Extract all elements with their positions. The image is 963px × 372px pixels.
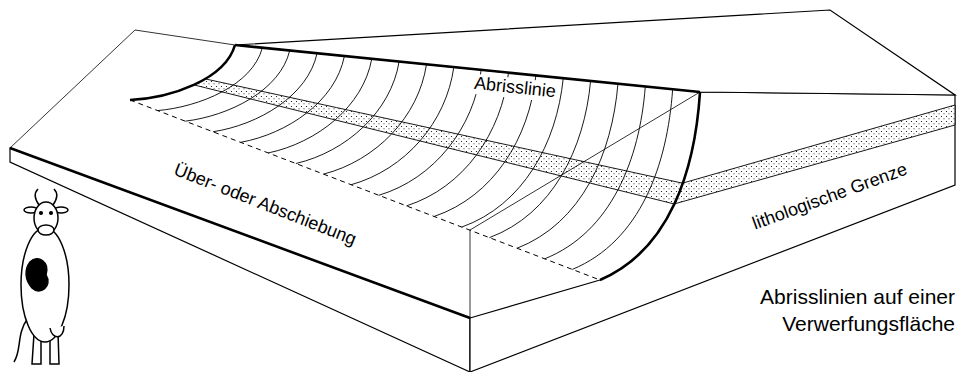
layer-band-group <box>194 79 683 204</box>
slickenline <box>489 81 590 238</box>
cow-muzzle <box>38 225 54 235</box>
ghost-edge <box>10 30 235 148</box>
layer-band <box>194 79 683 204</box>
slickenline <box>351 67 454 185</box>
cow-tail <box>14 318 28 362</box>
cow-horn <box>53 189 57 205</box>
slickenline <box>241 56 345 142</box>
slickenline <box>213 53 317 131</box>
cow-eye <box>40 212 43 215</box>
figure-caption: Abrisslinien auf einer Verwerfungsfläche <box>695 283 955 338</box>
ghost-edge <box>470 92 700 318</box>
break-line <box>235 45 700 92</box>
front-edge <box>10 148 470 318</box>
slickenline <box>517 84 618 249</box>
cow-figure <box>14 189 69 364</box>
fault-profile <box>130 45 235 100</box>
slickenline <box>296 62 399 164</box>
slickenline <box>268 59 372 153</box>
cow-eye <box>50 212 53 215</box>
slickenline <box>185 51 289 122</box>
side-face <box>470 92 955 372</box>
cow-body <box>21 228 69 342</box>
cow-spot <box>26 259 48 291</box>
slickenline <box>545 86 646 258</box>
slickenline <box>324 64 427 174</box>
cow-udder <box>50 326 64 337</box>
slickenline <box>379 70 481 195</box>
cow-head <box>34 202 58 234</box>
fault-profile <box>600 92 700 280</box>
layer-band-side <box>674 105 955 204</box>
upper-surface <box>235 10 955 95</box>
fault-base-line <box>130 100 600 280</box>
cow-horn <box>35 189 39 205</box>
